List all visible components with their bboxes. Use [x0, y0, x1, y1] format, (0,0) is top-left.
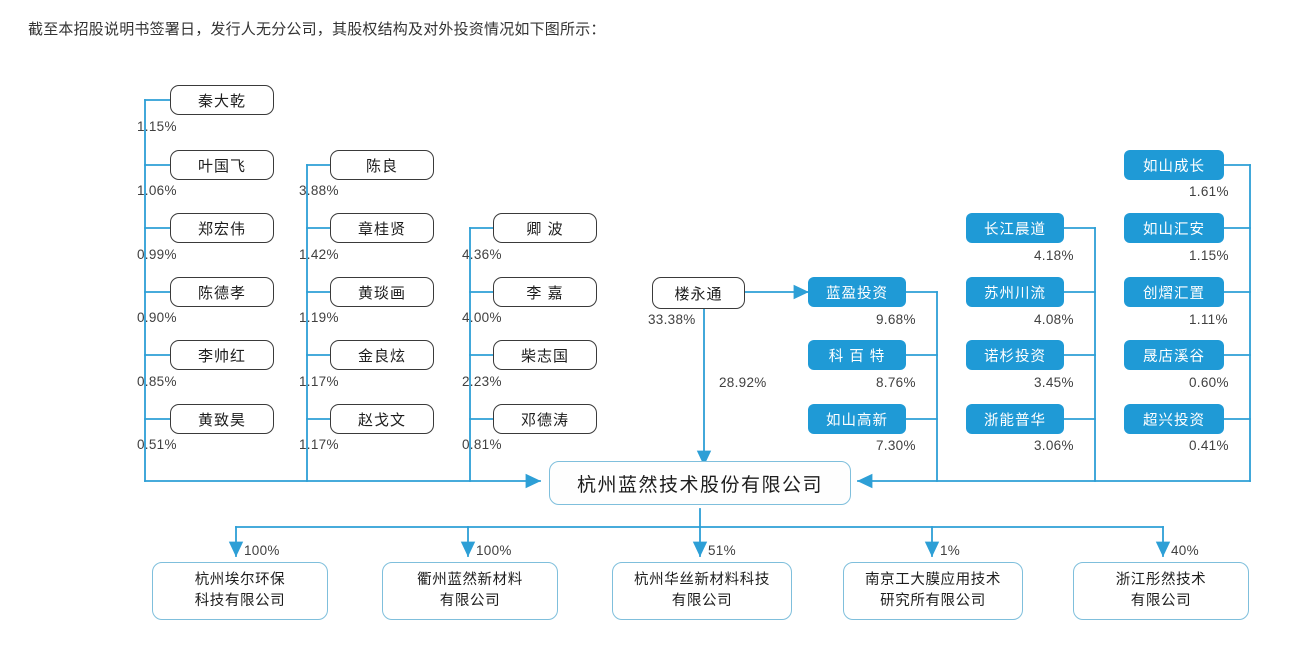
institution-pct: 3.06% [1034, 438, 1074, 453]
institution-pct: 0.60% [1189, 375, 1229, 390]
institution-box[interactable]: 创熠汇置 [1124, 277, 1224, 307]
shareholder-box[interactable]: 赵戈文 [330, 404, 434, 434]
shareholder-box[interactable]: 李 嘉 [493, 277, 597, 307]
shareholder-pct: 1.15% [137, 119, 177, 134]
shareholder-pct: 4.00% [462, 310, 502, 325]
shareholder-pct: 0.51% [137, 437, 177, 452]
institution-pct: 4.18% [1034, 248, 1074, 263]
shareholder-box[interactable]: 黄琰画 [330, 277, 434, 307]
institution-box[interactable]: 如山汇安 [1124, 213, 1224, 243]
shareholder-box[interactable]: 卿 波 [493, 213, 597, 243]
institution-pct: 4.08% [1034, 312, 1074, 327]
subsidiary-pct: 40% [1171, 543, 1199, 558]
institution-box[interactable]: 长江晨道 [966, 213, 1064, 243]
controlling-pct-to-lanying: 33.38% [648, 312, 696, 327]
subsidiary-box[interactable]: 杭州埃尔环保 科技有限公司 [152, 562, 328, 620]
shareholder-pct: 1.17% [299, 374, 339, 389]
institution-pct: 1.15% [1189, 248, 1229, 263]
subsidiary-line2: 研究所有限公司 [880, 593, 986, 609]
shareholder-box[interactable]: 邓德涛 [493, 404, 597, 434]
shareholder-box[interactable]: 李帅红 [170, 340, 274, 370]
institution-pct: 9.68% [876, 312, 916, 327]
institution-box[interactable]: 晟店溪谷 [1124, 340, 1224, 370]
subsidiary-pct: 100% [244, 543, 280, 558]
shareholder-pct: 0.85% [137, 374, 177, 389]
shareholder-box[interactable]: 金良炫 [330, 340, 434, 370]
shareholder-box[interactable]: 陈良 [330, 150, 434, 180]
page-caption: 截至本招股说明书签署日，发行人无分公司，其股权结构及对外投资情况如下图所示： [28, 21, 606, 38]
institution-box[interactable]: 科 百 特 [808, 340, 906, 370]
shareholder-pct: 0.81% [462, 437, 502, 452]
shareholder-pct: 2.23% [462, 374, 502, 389]
controlling-pct-direct: 28.92% [719, 375, 767, 390]
institution-pct: 0.41% [1189, 438, 1229, 453]
institution-pct: 8.76% [876, 375, 916, 390]
shareholder-box[interactable]: 郑宏伟 [170, 213, 274, 243]
institution-box[interactable]: 蓝盈投资 [808, 277, 906, 307]
shareholder-box[interactable]: 章桂贤 [330, 213, 434, 243]
institution-box[interactable]: 浙能普华 [966, 404, 1064, 434]
shareholder-pct: 3.88% [299, 183, 339, 198]
shareholder-box[interactable]: 黄致昊 [170, 404, 274, 434]
shareholder-box[interactable]: 叶国飞 [170, 150, 274, 180]
main-company-box[interactable]: 杭州蓝然技术股份有限公司 [549, 461, 851, 505]
subsidiary-box[interactable]: 衢州蓝然新材料 有限公司 [382, 562, 558, 620]
shareholder-pct: 1.42% [299, 247, 339, 262]
subsidiary-box[interactable]: 杭州华丝新材料科技 有限公司 [612, 562, 792, 620]
subsidiary-line2: 有限公司 [1130, 593, 1192, 609]
institution-box[interactable]: 诺杉投资 [966, 340, 1064, 370]
institution-pct: 3.45% [1034, 375, 1074, 390]
subsidiary-box[interactable]: 浙江彤然技术 有限公司 [1073, 562, 1249, 620]
subsidiary-pct: 1% [940, 543, 961, 558]
shareholder-box[interactable]: 柴志国 [493, 340, 597, 370]
shareholder-box[interactable]: 秦大乾 [170, 85, 274, 115]
shareholder-pct: 1.19% [299, 310, 339, 325]
shareholder-pct: 4.36% [462, 247, 502, 262]
institution-box[interactable]: 超兴投资 [1124, 404, 1224, 434]
institution-box[interactable]: 如山成长 [1124, 150, 1224, 180]
institution-pct: 7.30% [876, 438, 916, 453]
subsidiary-line1: 杭州埃尔环保 [194, 571, 286, 588]
subsidiary-line1: 浙江彤然技术 [1115, 571, 1207, 588]
shareholder-box[interactable]: 陈德孝 [170, 277, 274, 307]
subsidiary-pct: 51% [708, 543, 736, 558]
shareholder-pct: 0.90% [137, 310, 177, 325]
shareholder-pct: 1.06% [137, 183, 177, 198]
institution-pct: 1.11% [1189, 312, 1228, 327]
institution-pct: 1.61% [1189, 184, 1229, 199]
subsidiary-box[interactable]: 南京工大膜应用技术 研究所有限公司 [843, 562, 1023, 620]
subsidiary-line2: 有限公司 [439, 593, 501, 609]
subsidiary-line2: 有限公司 [671, 593, 733, 609]
institution-box[interactable]: 苏州川流 [966, 277, 1064, 307]
subsidiary-line1: 杭州华丝新材料科技 [634, 571, 770, 588]
subsidiary-line1: 南京工大膜应用技术 [865, 571, 1001, 588]
controlling-shareholder-box[interactable]: 楼永通 [652, 277, 745, 309]
subsidiary-line1: 衢州蓝然新材料 [417, 571, 523, 588]
subsidiary-line2: 科技有限公司 [194, 593, 286, 609]
shareholder-pct: 0.99% [137, 247, 177, 262]
institution-box[interactable]: 如山高新 [808, 404, 906, 434]
shareholder-pct: 1.17% [299, 437, 339, 452]
subsidiary-pct: 100% [476, 543, 512, 558]
